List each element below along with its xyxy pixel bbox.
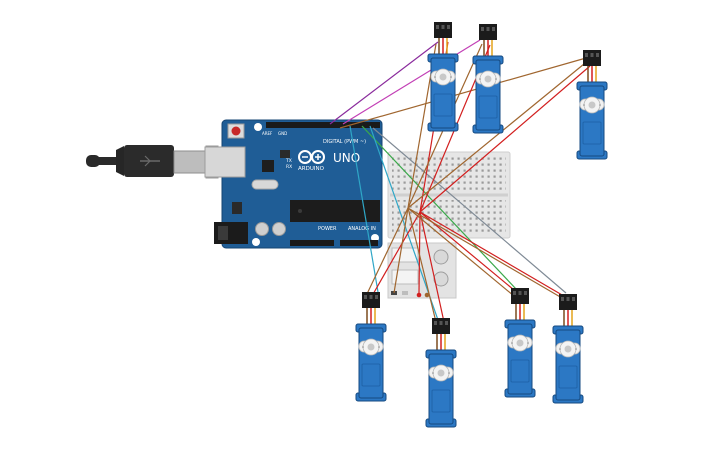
wire-gray	[372, 127, 567, 294]
usb-plug-icon	[140, 155, 160, 167]
wire-brown-8	[393, 207, 409, 294]
wire-brown-3	[407, 63, 585, 209]
wire-red-7	[419, 211, 570, 300]
wire-brown	[339, 57, 587, 129]
servo-motor-icon	[425, 317, 457, 428]
servo-motor-icon	[355, 291, 387, 402]
wire-magenta	[342, 39, 481, 125]
wire-red-5	[419, 211, 445, 323]
wire-red-6	[419, 211, 521, 296]
analog-label: ANALOG IN	[348, 226, 376, 232]
servo-motor-icon	[552, 293, 584, 404]
wire-brown-6	[407, 207, 515, 297]
potentiometer-icon[interactable]	[433, 249, 449, 287]
usb-cable	[86, 145, 219, 179]
wire-teal-2	[369, 125, 439, 321]
servo-motor-icon	[427, 21, 459, 132]
board-logo-text: ARDUINO	[298, 166, 325, 172]
wire-green	[361, 125, 518, 291]
wire-brown-4	[365, 207, 409, 297]
breadboard	[387, 151, 511, 239]
tx-label: TX	[285, 158, 292, 164]
rx-label: RX	[286, 164, 292, 170]
arduino-logo	[298, 150, 325, 164]
board-model: UNO	[333, 151, 360, 165]
wire-purple	[329, 41, 439, 125]
arduino-board: ARDUINO UNO DIGITAL (PWM ~) POWER ANALOG…	[204, 119, 383, 249]
potentiometer-module	[387, 242, 457, 299]
reset-button[interactable]	[227, 123, 245, 139]
servo-motor-icon	[504, 287, 536, 398]
wire-red-3	[419, 65, 591, 213]
gnd-label: GND	[278, 131, 287, 136]
servo-motor-icon	[472, 23, 504, 134]
wire-brown-7	[407, 207, 563, 299]
wires	[329, 39, 591, 323]
digital-label: DIGITAL (PWM ~)	[323, 139, 366, 145]
wire-teal	[349, 125, 379, 293]
wire-brown-5	[407, 207, 437, 323]
aref-label: AREF	[262, 131, 273, 136]
power-label: POWER	[318, 226, 337, 232]
